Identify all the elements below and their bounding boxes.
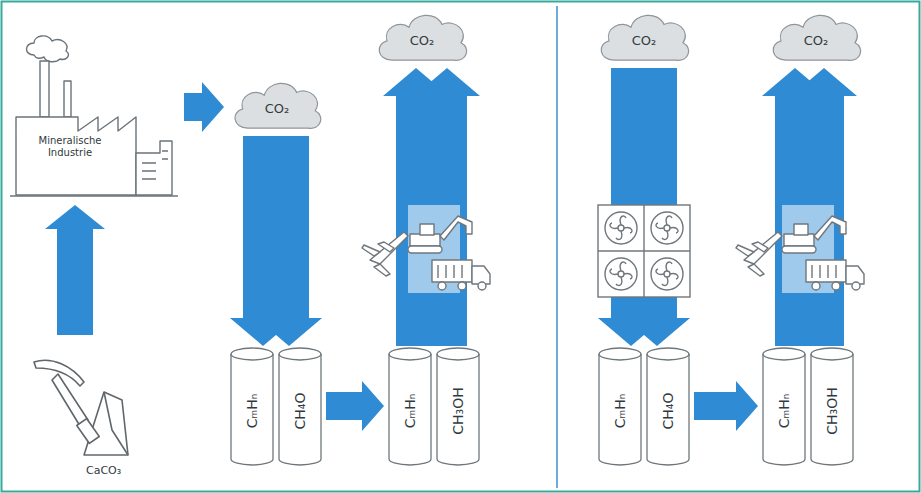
gas-label: CO₂ bbox=[410, 33, 435, 48]
gas-label: CO₂ bbox=[632, 33, 657, 48]
block-arrow bbox=[256, 136, 322, 346]
co2-cloud: CO₂ bbox=[594, 8, 694, 66]
factory-outline bbox=[10, 35, 180, 200]
fan-unit bbox=[598, 205, 690, 297]
substance-label: CH₃OH bbox=[450, 387, 466, 434]
industry-label: Mineralische Industrie bbox=[24, 135, 116, 159]
fuel-tank: CₘHₙ bbox=[230, 346, 274, 466]
block-arrow bbox=[694, 381, 758, 431]
fuel-tank: CH₄O bbox=[278, 346, 322, 466]
co2-cloud: CO₂ bbox=[228, 76, 326, 134]
panel-divider bbox=[556, 6, 558, 488]
block-arrow bbox=[45, 205, 105, 335]
substance-label: CₘHₙ bbox=[244, 393, 260, 428]
substance-label: CₘHₙ bbox=[402, 393, 418, 428]
mining-icon bbox=[34, 360, 128, 455]
factory-node: Mineralische Industrie bbox=[10, 35, 180, 200]
substance-label: CₘHₙ bbox=[612, 393, 628, 428]
substance-label: CH₄O bbox=[292, 392, 308, 429]
gas-label: CO₂ bbox=[804, 33, 829, 48]
substance-label: CH₄O bbox=[660, 392, 676, 429]
block-arrow bbox=[326, 381, 384, 431]
fuel-tank: CH₃OH bbox=[436, 346, 480, 466]
fuel-tank: CH₄O bbox=[646, 346, 690, 466]
block-arrow bbox=[184, 82, 224, 132]
fuel-tank: CₘHₙ bbox=[388, 346, 432, 466]
co2-cloud: CO₂ bbox=[372, 8, 472, 66]
fuel-tank: CₘHₙ bbox=[762, 346, 806, 466]
substance-label: CₘHₙ bbox=[776, 393, 792, 428]
gas-label: CO₂ bbox=[265, 101, 290, 116]
fuel-tank: CₘHₙ bbox=[598, 346, 642, 466]
substance-label: CH₃OH bbox=[824, 387, 840, 434]
co2-cloud: CO₂ bbox=[766, 8, 866, 66]
mineral-label: CaCO₃ bbox=[86, 464, 121, 477]
fuel-tank: CH₃OH bbox=[810, 346, 854, 466]
